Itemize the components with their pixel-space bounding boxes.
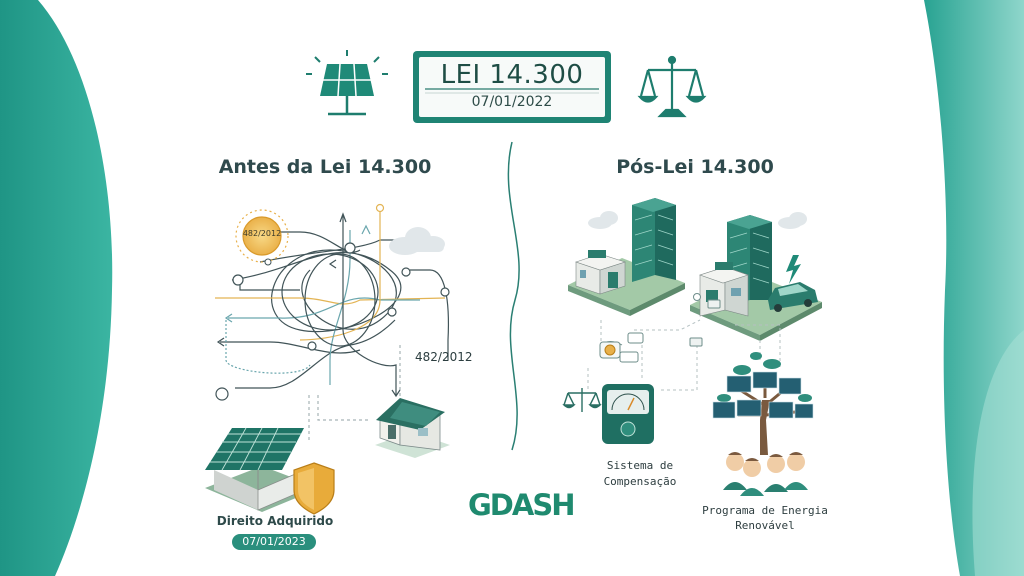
- cloud-icon: [389, 227, 445, 255]
- after-heading: Pós-Lei 14.300: [616, 156, 774, 178]
- tangled-grid-network: [215, 203, 450, 440]
- building-cluster-2: [690, 215, 822, 341]
- rights-label: Direito Adquirido: [216, 514, 334, 528]
- compensation-label: Sistema de Compensação: [603, 459, 677, 488]
- solar-house-icon: [205, 427, 320, 512]
- meter-icon: [602, 384, 654, 444]
- before-heading: Antes da Lei 14.300: [218, 156, 432, 178]
- scales-icon: [637, 55, 707, 118]
- program-label: Programa de Energia Renovável: [702, 504, 828, 532]
- electric-car-icon: [768, 282, 818, 312]
- left-teal-band: [0, 0, 113, 576]
- small-flow-icons: [599, 293, 721, 363]
- tree-icon: [712, 352, 814, 455]
- network-label: 482/2012: [415, 350, 473, 364]
- section-divider: [507, 141, 520, 451]
- law-title: LEI 14.300: [440, 60, 584, 90]
- lightning-icon: [786, 255, 801, 284]
- gdash-logo: GDASH: [468, 488, 575, 522]
- energy-flow-lines: [587, 319, 781, 391]
- rights-date-badge: 07/01/2023: [232, 534, 316, 550]
- sun-icon: [235, 209, 289, 266]
- law-plaque: [413, 51, 611, 123]
- house-icon: [375, 398, 450, 458]
- small-scales-icon: [562, 388, 602, 412]
- shield-icon: [293, 462, 335, 515]
- people-icon: [723, 452, 808, 496]
- solar-panel-icon: [306, 50, 388, 116]
- law-date: 07/01/2022: [471, 94, 553, 110]
- building-icon: [568, 198, 685, 316]
- sun-label: 482/2012: [242, 229, 282, 238]
